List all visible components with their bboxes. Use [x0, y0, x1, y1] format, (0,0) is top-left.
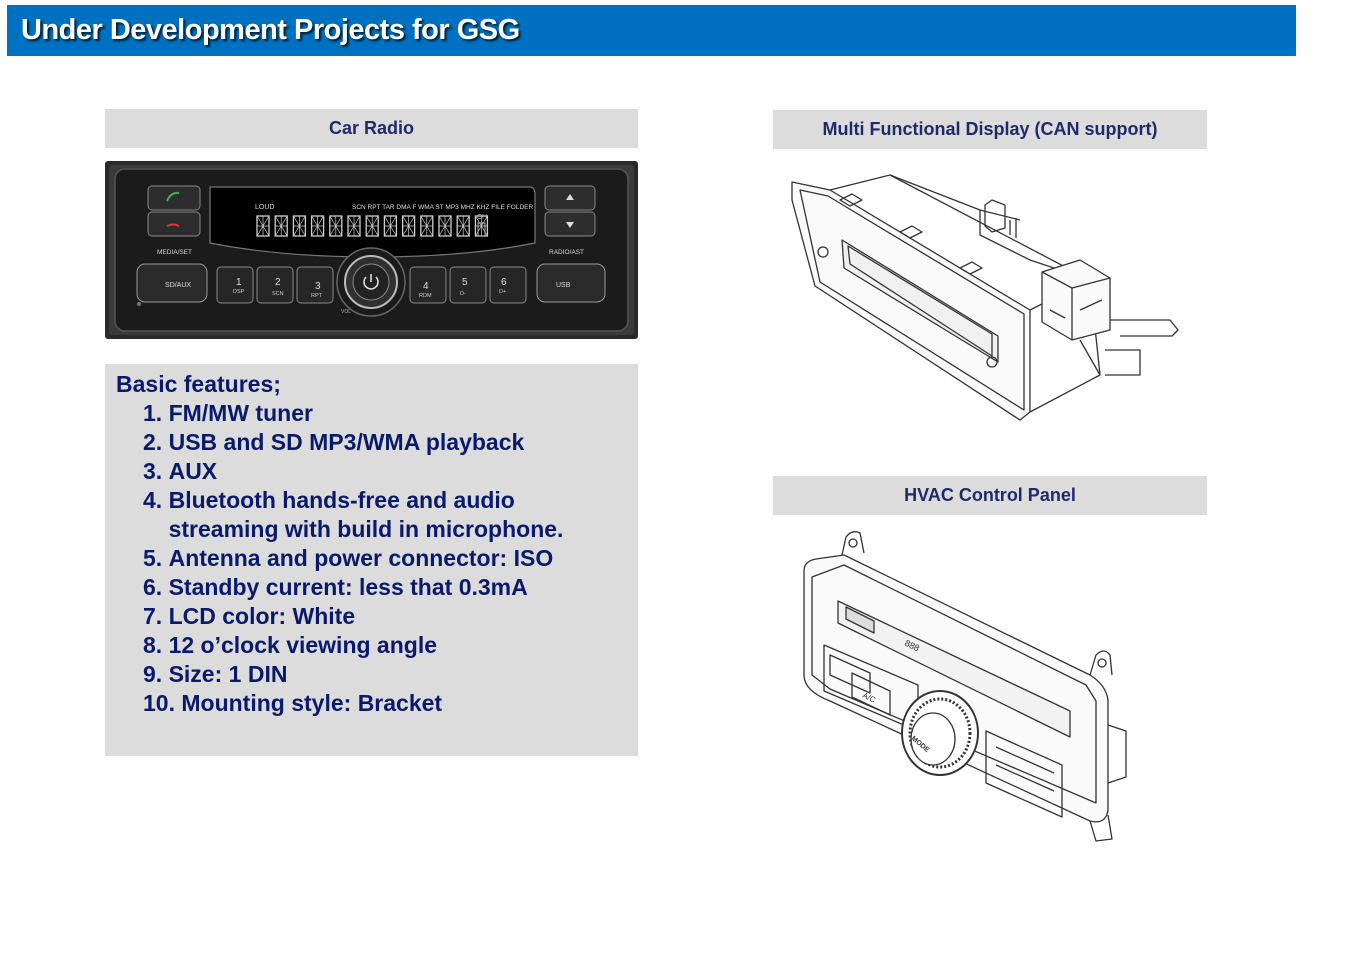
item-text: Mounting style: Bracket: [181, 690, 443, 716]
page-title: Under Development Projects for GSG: [21, 14, 520, 46]
list-item: 2. USB and SD MP3/WMA playback: [143, 428, 638, 457]
preset-5-num: 5: [462, 277, 468, 288]
car-radio-image: LOUD SCN RPT TAR DMA F WMA ST MP3 MHZ KH…: [105, 161, 638, 339]
lcd-digit-segments: [402, 215, 415, 237]
preset-4-num: 4: [423, 281, 429, 292]
preset-6-sub: D+: [499, 289, 506, 295]
lcd-digit-segments: [420, 215, 434, 237]
hvac-image: 888 A/C MODE: [790, 525, 1170, 855]
list-item: 9. Size: 1 DIN: [143, 660, 638, 689]
preset-6-num: 6: [501, 277, 507, 288]
preset-3-num: 3: [315, 281, 321, 292]
features-panel: Basic features; 1. FM/MW tuner 2. USB an…: [105, 364, 638, 756]
mfd-label: Multi Functional Display (CAN support): [773, 110, 1207, 149]
preset-2-sub: SCN: [272, 291, 284, 297]
radio-status-text: SCN RPT TAR DMA F WMA ST MP3 MHZ KHZ FIL…: [352, 204, 533, 211]
preset-3-sub: RPT: [311, 293, 323, 299]
item-text: LCD color: White: [168, 603, 356, 629]
item-text: FM/MW tuner: [168, 400, 313, 426]
list-item: 7. LCD color: White: [143, 602, 638, 631]
preset-1-sub: DSP: [233, 289, 245, 295]
list-item: 3. AUX: [143, 457, 638, 486]
item-text: AUX: [168, 458, 218, 484]
lcd-digit-segments: [456, 215, 470, 237]
item-text: Antenna and power connector: ISO: [168, 545, 554, 571]
radio-ast-key: RADIO/AST: [549, 249, 584, 256]
list-item: 5. Antenna and power connector: ISO: [143, 544, 638, 573]
item-number: 8.: [143, 632, 169, 658]
item-number: 2.: [143, 429, 169, 455]
lcd-digit-segments: [384, 215, 397, 237]
list-item: 1. FM/MW tuner: [143, 399, 638, 428]
item-number: 4.: [143, 487, 169, 513]
item-text: Bluetooth hands-free and audio streaming…: [168, 487, 564, 542]
item-text: Standby current: less that 0.3mA: [168, 574, 528, 600]
features-list: 1. FM/MW tuner 2. USB and SD MP3/WMA pla…: [116, 399, 638, 718]
radio-loud-text: LOUD: [255, 204, 274, 211]
lcd-digit-segments: [311, 215, 324, 237]
media-set-key: MEDIA/SET: [157, 249, 192, 256]
item-text: 12 o’clock viewing angle: [168, 632, 438, 658]
lcd-digit-segments: [256, 215, 270, 237]
list-item: 4. Bluetooth hands-free and audio stream…: [143, 486, 638, 544]
item-number: 6.: [143, 574, 169, 600]
item-number: 10.: [143, 690, 182, 716]
lcd-digit-segments: [329, 215, 343, 237]
item-number: 3.: [143, 458, 169, 484]
features-heading: Basic features;: [116, 371, 281, 397]
usb-button: USB: [556, 282, 571, 289]
car-radio-label: Car Radio: [105, 109, 638, 148]
item-number: 1.: [143, 400, 169, 426]
mfd-image: [780, 160, 1190, 440]
lcd-digit-segments: [438, 215, 452, 237]
item-number: 7.: [143, 603, 169, 629]
item-number: 9.: [143, 661, 169, 687]
lcd-digit-segments: [274, 215, 288, 237]
title-bar: Under Development Projects for GSG: [7, 5, 1296, 56]
item-text: Size: 1 DIN: [168, 661, 288, 687]
lcd-digit-segments: [293, 215, 306, 237]
lcd-digit-segments: [365, 215, 379, 237]
item-text: USB and SD MP3/WMA playback: [168, 429, 525, 455]
vol-text: VOL: [341, 309, 351, 315]
list-item: 6. Standby current: less that 0.3mA: [143, 573, 638, 602]
sd-aux-button: SD/AUX: [165, 282, 191, 289]
lcd-digit-segments: [475, 215, 488, 237]
list-item: 8. 12 o’clock viewing angle: [143, 631, 638, 660]
preset-1-num: 1: [236, 277, 242, 288]
hvac-label: HVAC Control Panel: [773, 476, 1207, 515]
preset-2-num: 2: [275, 277, 281, 288]
lcd-digit-segments: [347, 215, 361, 237]
preset-4-sub: RDM: [419, 293, 432, 299]
list-item: 10. Mounting style: Bracket: [143, 689, 638, 718]
radio-ch-text: CH: [477, 214, 487, 221]
preset-5-sub: D-: [460, 291, 466, 297]
item-number: 5.: [143, 545, 169, 571]
